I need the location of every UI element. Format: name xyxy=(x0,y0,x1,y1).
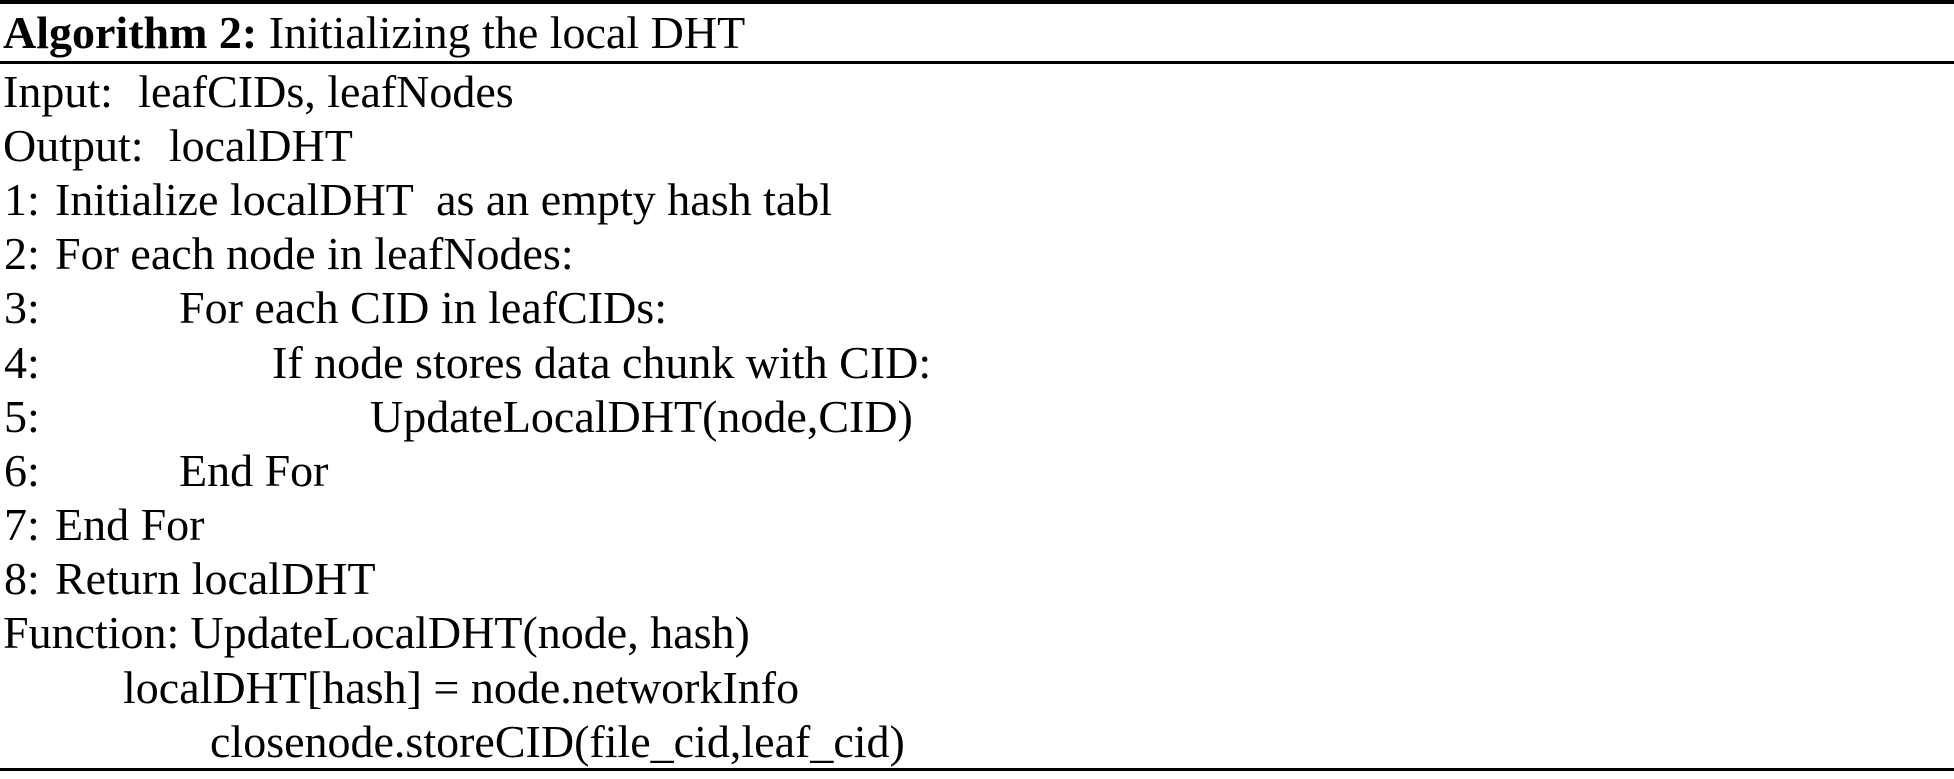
step-text: UpdateLocalDHT(node,CID) xyxy=(370,390,913,442)
function-signature: UpdateLocalDHT(node, hash) xyxy=(190,607,750,659)
step-line: 7: End For xyxy=(0,498,1954,552)
step-line: 1: Initialize localDHT as an empty hash … xyxy=(0,172,1954,226)
top-rule xyxy=(0,0,1954,4)
function-body-line: localDHT[hash] = node.networkInfo xyxy=(0,660,1954,714)
step-line: 2: For each node in leafNodes: xyxy=(0,227,1954,281)
algorithm-caption: Algorithm 2: Initializing the local DHT xyxy=(0,4,1954,61)
bottom-rule xyxy=(0,768,1954,772)
step-number: 6: xyxy=(4,444,40,496)
output-line: Output: localDHT xyxy=(0,118,1954,172)
step-text: End For xyxy=(179,444,329,496)
step-line: 6: End For xyxy=(0,443,1954,497)
step-line: 4: If node stores data chunk with CID: xyxy=(0,335,1954,389)
step-number: 8: xyxy=(4,553,40,605)
function-body-text: localDHT[hash] = node.networkInfo xyxy=(123,661,800,713)
step-number: 1: xyxy=(4,173,40,225)
step-text: Initialize localDHT as an empty hash tab… xyxy=(55,173,833,225)
step-number: 2: xyxy=(4,228,40,280)
input-line: Input: leafCIDs, leafNodes xyxy=(0,64,1954,118)
output-label: Output: xyxy=(3,119,144,171)
step-number: 3: xyxy=(4,282,40,334)
step-text: End For xyxy=(55,499,205,551)
caption-rule xyxy=(0,61,1954,64)
function-body-line: closenode.storeCID(file_cid,leaf_cid) xyxy=(0,714,1954,768)
step-text: For each CID in leafCIDs: xyxy=(179,282,667,334)
output-value: localDHT xyxy=(168,119,353,171)
function-label: Function: xyxy=(3,607,180,659)
step-text: Return localDHT xyxy=(55,553,376,605)
input-value: leafCIDs, leafNodes xyxy=(138,65,514,117)
input-label: Input: xyxy=(3,65,113,117)
function-body-text: closenode.storeCID(file_cid,leaf_cid) xyxy=(210,715,905,767)
algorithm-body: Input: leafCIDs, leafNodes Output: local… xyxy=(0,64,1954,768)
step-text: If node stores data chunk with CID: xyxy=(272,336,932,388)
step-number: 7: xyxy=(4,499,40,551)
step-line: 5: UpdateLocalDHT(node,CID) xyxy=(0,389,1954,443)
function-line: Function: UpdateLocalDHT(node, hash) xyxy=(0,606,1954,660)
step-line: 3: For each CID in leafCIDs: xyxy=(0,281,1954,335)
step-line: 8: Return localDHT xyxy=(0,552,1954,606)
step-number: 4: xyxy=(4,336,40,388)
step-text: For each node in leafNodes: xyxy=(55,228,574,280)
algorithm-number-label: Algorithm 2: xyxy=(3,7,258,58)
step-number: 5: xyxy=(4,390,40,442)
algorithm-title: Initializing the local DHT xyxy=(268,7,746,58)
